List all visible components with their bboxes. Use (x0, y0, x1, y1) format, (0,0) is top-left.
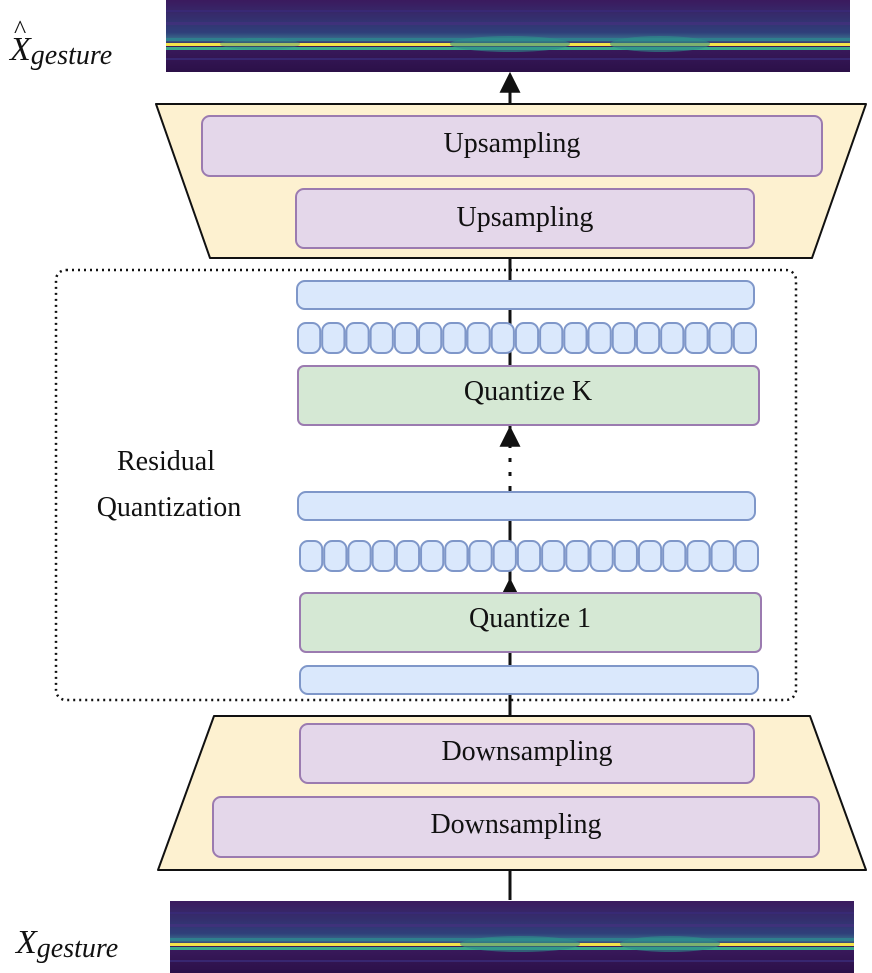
codebook-cell (371, 540, 396, 572)
codebook-cell (347, 540, 372, 572)
codebook-cell (297, 322, 322, 354)
codebook-cell (684, 322, 709, 354)
codebook-cell (321, 322, 346, 354)
codebook-cell (613, 540, 638, 572)
codebook-1 (299, 540, 760, 572)
residual-label-line1: Residual (117, 446, 215, 477)
downsampling-module-top (299, 723, 755, 784)
hat-accent: ^ (14, 15, 26, 44)
codebook-cell (541, 540, 566, 572)
residual-quantization-box (54, 268, 798, 702)
residual-vector (296, 280, 755, 310)
downsampling-module-bottom (212, 796, 820, 858)
quantize-1-label: Quantize 1 (469, 603, 591, 634)
input-spectrogram (170, 901, 854, 973)
codebook-cell (468, 540, 493, 572)
quantize-k-module (297, 365, 760, 426)
encoder-output-vector (299, 665, 759, 695)
codebook-cell (710, 540, 735, 572)
codebook-cell (490, 322, 515, 354)
quantize-k-label: Quantize K (464, 376, 592, 407)
quantize-k-stage: Quantize K (296, 280, 760, 426)
upsampling-label-top: Upsampling (444, 128, 581, 159)
downsampling-label-top: Downsampling (441, 736, 612, 767)
input-label: Xgesture (14, 924, 118, 964)
codebook-cell (587, 322, 612, 354)
codebook-cell (516, 540, 542, 572)
quantize-1-stage: Quantize 1 (297, 491, 762, 695)
codebook-cell (299, 540, 324, 572)
codebook-cell (565, 540, 590, 572)
codebook-cell (444, 540, 469, 572)
codebook-cell (734, 540, 760, 572)
codebook-cell (418, 322, 443, 354)
codebook-cell (732, 322, 758, 354)
codebook-cell (369, 322, 394, 354)
quantize-1-module (299, 592, 762, 653)
residual-vector (297, 491, 756, 521)
codebook-cell (660, 322, 685, 354)
codebook-cell (514, 322, 540, 354)
codebook-cell (589, 540, 614, 572)
codebook-cell (395, 540, 421, 572)
decoder-block: Upsampling Upsampling (155, 103, 867, 259)
upsampling-label-bottom: Upsampling (457, 202, 594, 233)
codebook-cell (611, 322, 636, 354)
codebook-cell (466, 322, 491, 354)
codebook-cell (708, 322, 733, 354)
downsampling-label-bottom: Downsampling (430, 809, 601, 840)
codebook-cell (492, 540, 517, 572)
codebook-cell (345, 322, 370, 354)
codebook-cell (420, 540, 445, 572)
codebook-cell (662, 540, 687, 572)
codebook-cell (539, 322, 564, 354)
encoder-block: Downsampling Downsampling (157, 715, 867, 871)
codebook-k (297, 322, 758, 354)
output-spectrogram (166, 0, 850, 72)
codebook-cell (637, 540, 663, 572)
codebook-cell (686, 540, 711, 572)
upsampling-module-bottom (295, 188, 755, 249)
codebook-cell (442, 322, 467, 354)
residual-label-line2: Quantization (97, 492, 242, 523)
codebook-cell (323, 540, 348, 572)
codebook-cell (393, 322, 419, 354)
upsampling-module-top (201, 115, 823, 177)
codebook-cell (635, 322, 661, 354)
codebook-cell (563, 322, 588, 354)
